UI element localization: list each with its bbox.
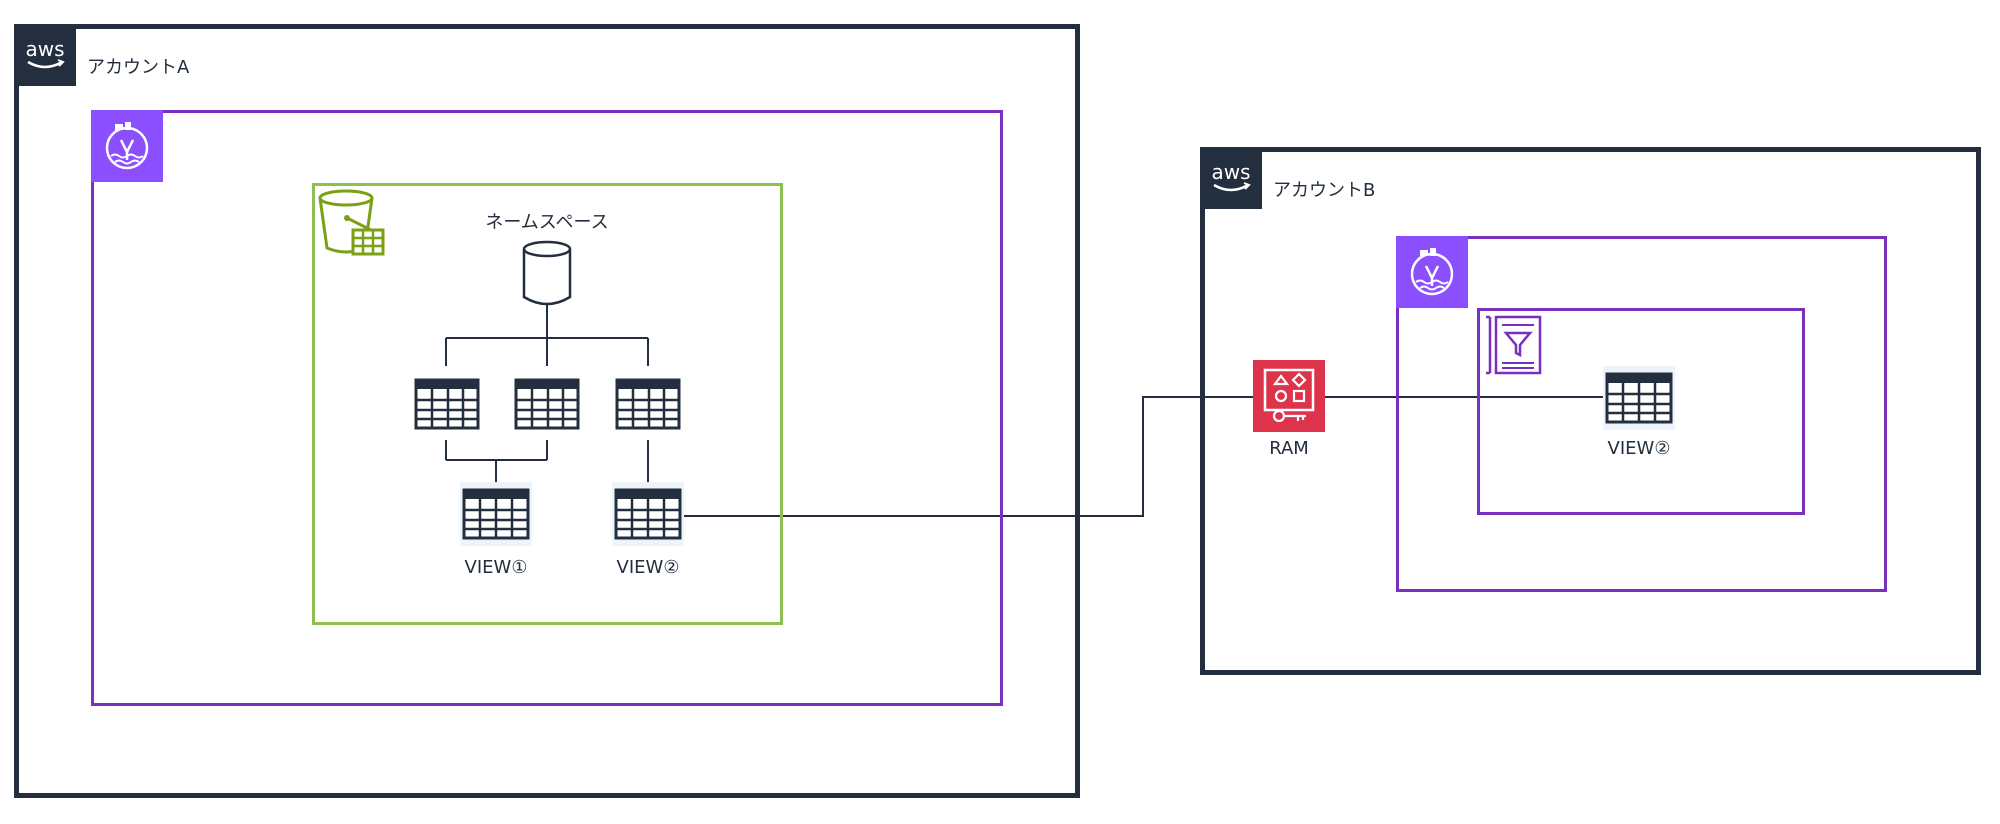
table-icon xyxy=(514,378,580,430)
data-catalog-icon xyxy=(1486,315,1542,375)
view-1-label: VIEW① xyxy=(464,557,528,578)
account-a-group: aws アカウントA xyxy=(14,24,1080,798)
ram-label: RAM xyxy=(1269,438,1309,459)
s3-table-bucket-group xyxy=(312,183,783,625)
aws-logo-icon: aws xyxy=(14,24,76,86)
view-table-icon xyxy=(612,482,684,546)
svg-text:aws: aws xyxy=(1211,160,1250,184)
s3-table-bucket-icon xyxy=(318,189,385,256)
ram-icon xyxy=(1253,360,1325,432)
lake-formation-group-a xyxy=(91,110,1003,706)
namespace-label: ネームスペース xyxy=(485,212,609,233)
lake-formation-group-b xyxy=(1396,236,1887,592)
account-b-label: アカウントB xyxy=(1273,180,1376,201)
table-icon xyxy=(414,378,480,430)
view-2-label: VIEW② xyxy=(616,557,680,578)
svg-text:aws: aws xyxy=(25,37,64,61)
account-b-group: aws アカウントB xyxy=(1200,147,1981,675)
lake-formation-icon xyxy=(91,110,163,182)
lake-formation-icon xyxy=(1396,236,1468,308)
view-table-icon xyxy=(460,482,532,546)
view-table-icon xyxy=(1603,366,1675,430)
view-b-label: VIEW② xyxy=(1607,438,1671,459)
line-view2-to-ram xyxy=(682,396,1253,517)
namespace-database-icon xyxy=(522,240,572,306)
data-catalog-group xyxy=(1477,308,1805,515)
aws-logo-icon: aws xyxy=(1200,147,1262,209)
table-icon xyxy=(615,378,681,430)
account-a-label: アカウントA xyxy=(87,57,190,78)
